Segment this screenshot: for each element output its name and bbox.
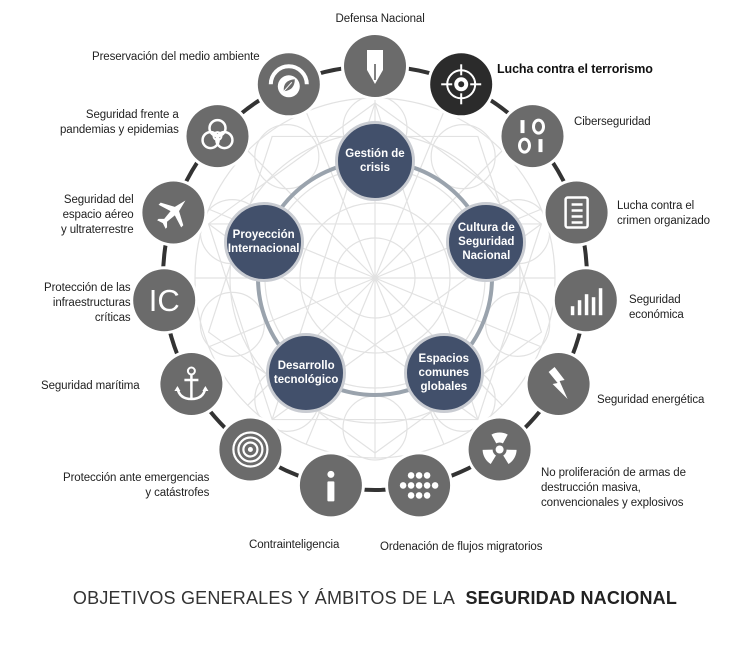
area-11-node: IC bbox=[130, 266, 199, 335]
area-label-line: espacio aéreo bbox=[62, 209, 134, 221]
area-label-line: Seguridad frente a bbox=[85, 109, 179, 121]
area-label-line: crimen organizado bbox=[617, 215, 710, 227]
objective-label-line: Cultura de bbox=[457, 221, 515, 234]
area-node-circle bbox=[545, 181, 608, 244]
area-2-node bbox=[498, 102, 567, 171]
area-7-label: Ordenación de flujos migratorios bbox=[380, 540, 542, 555]
area-5-label: Seguridad energética bbox=[597, 393, 704, 408]
objective-label-line: Internacional bbox=[227, 242, 300, 255]
airplane-icon bbox=[157, 200, 186, 229]
footer-emphasis: SEGURIDAD NACIONAL bbox=[465, 588, 678, 608]
area-label-line: Protección ante emergencias bbox=[63, 472, 210, 484]
area-label-line: Ciberseguridad bbox=[574, 116, 651, 128]
area-label-line: Defensa Nacional bbox=[335, 13, 425, 25]
area-label-line: Ordenación de flujos migratorios bbox=[380, 541, 543, 553]
area-12-node bbox=[139, 178, 208, 247]
area-label-line: Lucha contra el terrorismo bbox=[497, 62, 653, 76]
objective-label-line: Gestión de bbox=[345, 148, 405, 160]
objective-0: Gestión de crisis bbox=[335, 121, 415, 201]
ic-letters-text: IC bbox=[149, 283, 180, 318]
dots-grid-icon bbox=[399, 472, 439, 499]
area-4-label: Seguridad económica bbox=[629, 293, 684, 323]
area-node-circle bbox=[501, 105, 564, 168]
objective-label-line: globales bbox=[420, 380, 468, 393]
area-label-line: pandemias y epidemias bbox=[60, 124, 179, 136]
objective-label-line: comunes bbox=[418, 366, 470, 379]
area-12-label: Seguridad del espacio aéreo y ultraterrest… bbox=[61, 193, 134, 238]
area-3-node bbox=[542, 178, 611, 247]
area-0-label: Defensa Nacional bbox=[336, 12, 425, 27]
area-label-line: Protección de las bbox=[44, 282, 131, 294]
area-8-label: Contrainteligencia bbox=[249, 538, 339, 553]
area-label-line: No proliferación de armas de bbox=[541, 467, 686, 479]
area-14-node bbox=[254, 50, 323, 119]
area-3-label: Lucha contra el crimen organizado bbox=[617, 199, 710, 229]
area-10-label: Seguridad marítima bbox=[41, 379, 140, 394]
anchor-icon bbox=[174, 366, 209, 401]
area-label-line: y catástrofes bbox=[145, 487, 210, 499]
area-node-circle bbox=[133, 269, 196, 332]
area-10-node bbox=[157, 350, 226, 418]
area-label-line: y ultraterrestre bbox=[61, 224, 134, 236]
area-6-label: No proliferación de armas de destrucción … bbox=[541, 466, 686, 511]
areas-group: IC bbox=[130, 32, 620, 520]
leaf-icon bbox=[268, 64, 309, 98]
area-label-line: críticas bbox=[94, 312, 131, 324]
objective-label-line: Proyección bbox=[232, 228, 295, 241]
info-icon bbox=[327, 470, 335, 502]
concentric-circles-icon bbox=[232, 431, 269, 468]
area-5-node bbox=[524, 350, 593, 418]
objective-label-line: tecnológico bbox=[273, 373, 339, 386]
biohazard-icon bbox=[201, 118, 234, 150]
area-8-node bbox=[296, 451, 365, 520]
objective-label-line: Nacional bbox=[462, 249, 511, 262]
objective-label-line: Desarrollo bbox=[277, 359, 335, 372]
area-1-node bbox=[427, 50, 496, 119]
area-label-line: Seguridad del bbox=[63, 194, 134, 206]
area-6-node bbox=[465, 415, 534, 484]
binary-icon bbox=[518, 118, 545, 154]
diagram-footer: OBJETIVOS GENERALES Y ÁMBITOS DE LA SEGU… bbox=[0, 588, 750, 609]
document-list-icon bbox=[564, 196, 589, 229]
area-7-node bbox=[385, 451, 454, 520]
area-label-line: económica bbox=[629, 309, 684, 321]
area-14-label: Preservación del medio ambiente bbox=[92, 50, 260, 65]
area-label-line: convencionales y explosivos bbox=[541, 497, 684, 509]
objective-label-line: crisis bbox=[359, 162, 391, 174]
area-0-node bbox=[341, 32, 409, 100]
bar-chart-icon bbox=[570, 288, 603, 316]
radiation-icon bbox=[482, 432, 517, 465]
area-label-line: Seguridad bbox=[629, 294, 681, 306]
area-label-line: Contrainteligencia bbox=[249, 539, 340, 551]
area-label-line: Lucha contra el bbox=[617, 200, 695, 212]
area-label-line: infraestructuras bbox=[52, 297, 131, 309]
area-4-node bbox=[551, 266, 620, 335]
area-13-node bbox=[183, 102, 252, 171]
area-label-line: Seguridad marítima bbox=[41, 380, 140, 392]
area-label-line: Preservación del medio ambiente bbox=[92, 51, 260, 63]
objective-label-line: Seguridad bbox=[458, 235, 515, 248]
area-9-label: Protección ante emergencias y catástrofes bbox=[63, 471, 209, 501]
footer-prefix: OBJETIVOS GENERALES Y ÁMBITOS DE LA bbox=[72, 588, 456, 608]
area-11-label: Protección de las infraestructuras crítica… bbox=[44, 281, 131, 326]
lightning-icon bbox=[548, 367, 568, 399]
objective-label-line: Espacios bbox=[418, 352, 470, 365]
area-2-label: Ciberseguridad bbox=[574, 115, 651, 130]
area-label-line: destrucción masiva, bbox=[541, 482, 641, 494]
ic-letters-icon: IC bbox=[149, 283, 180, 318]
area-13-label: Seguridad frente a pandemias y epidemias bbox=[60, 108, 179, 138]
area-label-line: Seguridad energética bbox=[597, 394, 705, 406]
area-1-label: Lucha contra el terrorismo bbox=[497, 62, 653, 77]
area-9-node bbox=[216, 415, 285, 484]
pen-nib-icon bbox=[367, 50, 383, 84]
crosshair-icon bbox=[441, 64, 482, 105]
